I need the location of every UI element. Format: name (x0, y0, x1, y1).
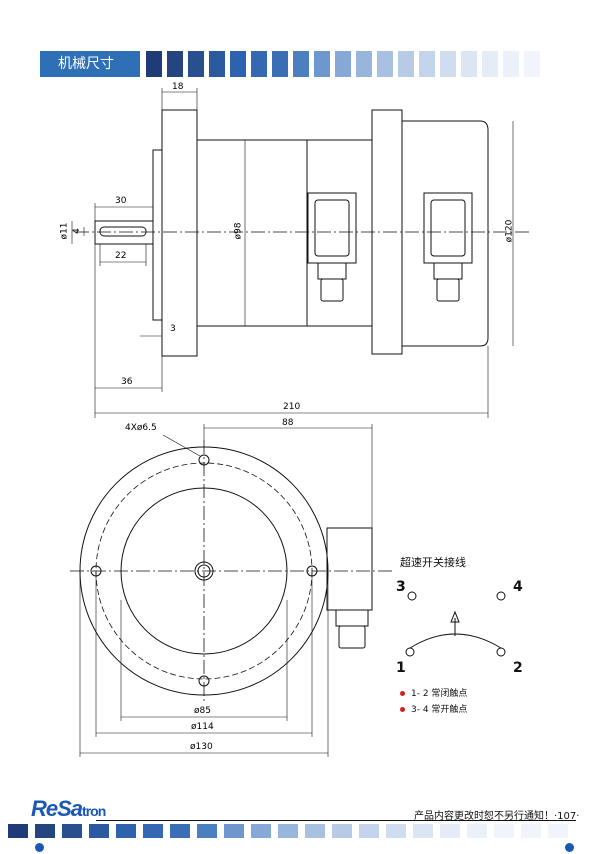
footer-square (386, 824, 406, 838)
dim-shaft-diameter: ø11 (59, 222, 70, 240)
terminal-3: 3 (396, 579, 406, 595)
front-connector (326, 527, 373, 611)
terminal-1: 1 (396, 660, 406, 676)
corner-dot-left (35, 843, 44, 852)
footer-square (494, 824, 514, 838)
resatron-logo: ReSatron (31, 796, 106, 821)
rear-cover (402, 120, 489, 347)
header-square (377, 51, 393, 77)
legend-item-no: 3- 4 常开触点 (400, 702, 467, 715)
dim-pilot: ø85 (194, 706, 211, 716)
header-square (146, 51, 162, 77)
shaft (94, 220, 154, 245)
dim-overall-length: 210 (283, 402, 301, 412)
footer-square (440, 824, 460, 838)
dim-body-diameter: ø98 (233, 222, 244, 240)
header-square (440, 51, 456, 77)
footer-square (224, 824, 244, 838)
footer-square (89, 824, 109, 838)
header-square (356, 51, 372, 77)
motor-body (196, 139, 373, 327)
header-square (293, 51, 309, 77)
footer-square (359, 824, 379, 838)
header-square (461, 51, 477, 77)
footer-square (548, 824, 568, 838)
dim-step: 3 (170, 324, 176, 334)
header-square (419, 51, 435, 77)
footer-rule (96, 820, 576, 821)
header-square (482, 51, 498, 77)
header-square (524, 51, 540, 77)
header-square (398, 51, 414, 77)
mounting-boss (152, 149, 163, 321)
dim-shaft-length: 36 (121, 377, 133, 387)
footer-square (143, 824, 163, 838)
footer-square (62, 824, 82, 838)
header-square (209, 51, 225, 77)
dim-flange-thickness: 18 (172, 82, 184, 92)
footer-note: 产品内容更改时恕不另行通知！·107· (414, 811, 580, 822)
footer-square (332, 824, 352, 838)
left-flange (161, 109, 198, 357)
header-square (251, 51, 267, 77)
footer-square (251, 824, 271, 838)
header-square (167, 51, 183, 77)
dim-bolt-circle: ø114 (191, 722, 214, 732)
header-square (188, 51, 204, 77)
dim-connector-offset: 88 (282, 418, 294, 428)
corner-dot-right (565, 843, 574, 852)
page-number: ·107· (554, 811, 580, 822)
footer-square (467, 824, 487, 838)
dim-outer: ø130 (190, 742, 213, 752)
dim-cover-diameter: ø120 (504, 219, 515, 243)
footer-square (35, 824, 55, 838)
footer-square (116, 824, 136, 838)
header-square (314, 51, 330, 77)
footer-square (8, 824, 28, 838)
terminal-2: 2 (513, 660, 523, 676)
keyway (99, 226, 147, 237)
footer-square (170, 824, 190, 838)
legend-dot-icon (400, 691, 405, 696)
dim-key-width: 4 (71, 228, 82, 234)
dim-shaft-keyway: 30 (115, 196, 127, 206)
header-square (335, 51, 351, 77)
header-square (503, 51, 519, 77)
footer-square (521, 824, 541, 838)
legend-item-nc: 1- 2 常闭触点 (400, 686, 467, 699)
footer-square (197, 824, 217, 838)
footer-square (278, 824, 298, 838)
terminal-4: 4 (513, 579, 523, 595)
footer-square (413, 824, 433, 838)
footer-square (305, 824, 325, 838)
legend-dot-icon (400, 707, 405, 712)
header-square (230, 51, 246, 77)
dim-key-length: 22 (115, 251, 127, 261)
wiring-title: 超速开关接线 (400, 556, 466, 569)
section-title: 机械尺寸 (40, 51, 140, 77)
header-square (272, 51, 288, 77)
dim-holes: 4Xø6.5 (125, 423, 157, 433)
